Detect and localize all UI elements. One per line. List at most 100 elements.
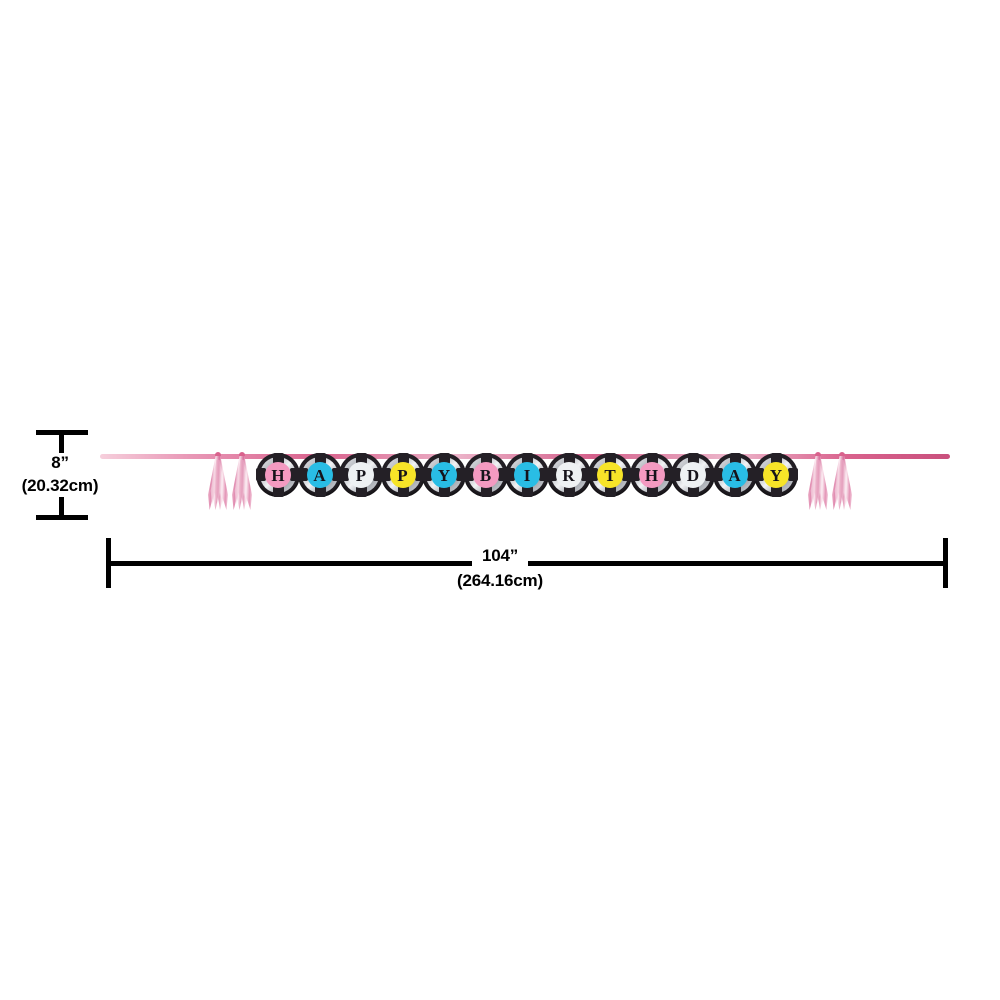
fringe-tassel — [207, 452, 229, 510]
disc-notch — [439, 453, 450, 464]
tassel-fringe-highlight — [810, 460, 826, 504]
width-dimension-marker — [106, 538, 948, 588]
disc-letter: R — [555, 462, 582, 488]
letter-disc: A — [712, 453, 757, 497]
letter-disc: H — [629, 453, 674, 497]
disc-letter: T — [597, 462, 623, 488]
letter-disc: Y — [422, 453, 466, 497]
disc-notch — [273, 453, 284, 464]
disc-notch — [439, 486, 450, 497]
letter-disc: A — [297, 453, 342, 497]
disc-letter: D — [680, 462, 706, 488]
disc-notch — [339, 468, 349, 481]
disc-letter: H — [265, 462, 291, 488]
disc-notch — [546, 468, 557, 481]
disc-notch — [622, 468, 632, 481]
disc-notch — [422, 468, 432, 481]
disc-notch — [580, 468, 591, 481]
disc-notch — [297, 468, 308, 481]
height-stem-top — [59, 435, 64, 453]
disc-notch — [463, 468, 474, 481]
disc-letter: Y — [431, 462, 457, 488]
letter-disc: B — [463, 453, 508, 497]
disc-notch — [663, 468, 674, 481]
disc-notch — [688, 453, 699, 464]
disc-notch — [771, 486, 782, 497]
letter-disc: H — [256, 453, 300, 497]
height-cap-top — [36, 430, 88, 435]
letter-disc: D — [671, 453, 715, 497]
height-stem-bottom — [59, 497, 64, 515]
disc-notch — [356, 486, 367, 497]
disc-notch — [788, 468, 798, 481]
disc-letter: A — [721, 462, 748, 488]
disc-notch — [505, 468, 515, 481]
fringe-tassel — [231, 452, 253, 510]
disc-notch — [563, 453, 575, 464]
width-dimension-line — [109, 561, 945, 566]
disc-letter: H — [638, 462, 665, 488]
letter-disc: P — [380, 453, 425, 497]
letter-disc: I — [505, 453, 549, 497]
disc-letter: A — [306, 462, 333, 488]
letter-disc: R — [546, 453, 591, 497]
height-metric-value: (20.32cm) — [21, 475, 99, 495]
disc-notch — [771, 453, 782, 464]
disc-notch — [273, 486, 284, 497]
disc-notch — [497, 468, 508, 481]
disc-notch — [522, 486, 533, 497]
disc-letter: P — [389, 462, 416, 488]
disc-notch — [712, 468, 723, 481]
tassel-fringe-highlight — [234, 460, 250, 504]
disc-notch — [397, 486, 409, 497]
letter-disc: T — [588, 453, 632, 497]
disc-notch — [456, 468, 466, 481]
disc-notch — [671, 468, 681, 481]
disc-notch — [629, 468, 640, 481]
disc-notch — [380, 468, 391, 481]
tassel-knot — [239, 452, 245, 458]
disc-notch — [480, 486, 492, 497]
disc-notch — [746, 468, 757, 481]
height-imperial-value: 8” — [51, 453, 69, 472]
disc-notch — [290, 468, 300, 481]
disc-notch — [397, 453, 409, 464]
disc-notch — [729, 453, 741, 464]
disc-notch — [646, 453, 658, 464]
tassel-knot — [215, 452, 221, 458]
fringe-tassel — [807, 452, 829, 510]
disc-letter: P — [348, 462, 374, 488]
height-dimension-marker — [36, 430, 88, 520]
disc-notch — [314, 453, 326, 464]
disc-notch — [480, 453, 492, 464]
width-tick-right — [943, 538, 948, 588]
width-tick-left — [106, 538, 111, 588]
tassel-fringe-highlight — [210, 460, 226, 504]
disc-notch — [373, 468, 383, 481]
disc-notch — [754, 468, 764, 481]
disc-notch — [588, 468, 598, 481]
disc-notch — [522, 453, 533, 464]
disc-notch — [688, 486, 699, 497]
disc-notch — [331, 468, 342, 481]
letter-disc: Y — [754, 453, 798, 497]
disc-notch — [356, 453, 367, 464]
disc-notch — [314, 486, 326, 497]
disc-letter: Y — [763, 462, 789, 488]
disc-letter: I — [514, 462, 540, 488]
disc-notch — [729, 486, 741, 497]
letter-disc: P — [339, 453, 383, 497]
disc-notch — [605, 453, 616, 464]
disc-notch — [605, 486, 616, 497]
disc-notch — [563, 486, 575, 497]
tassel-fringe-highlight — [834, 460, 850, 504]
disc-notch — [414, 468, 425, 481]
tassel-knot — [839, 452, 845, 458]
disc-notch — [705, 468, 715, 481]
disc-letter: B — [472, 462, 499, 488]
height-dimension-label: 8” (20.32cm) — [0, 452, 120, 498]
disc-notch — [539, 468, 549, 481]
tassel-knot — [815, 452, 821, 458]
